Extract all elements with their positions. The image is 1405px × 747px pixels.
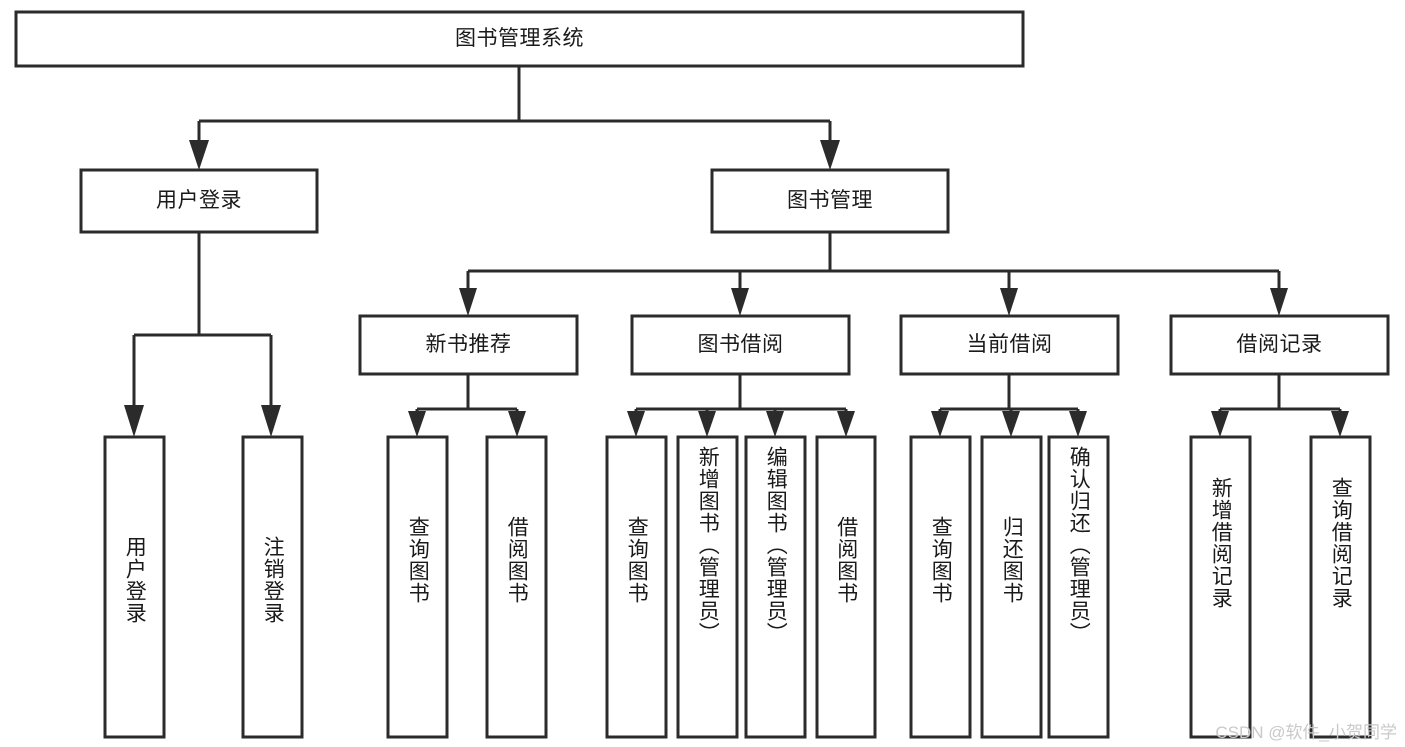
arrowhead-user-login — [189, 140, 209, 170]
leaf-box-user-login[interactable] — [103, 435, 166, 739]
leaf-box-query-book-current[interactable] — [909, 435, 972, 739]
arrowhead-leaf-add-borrow-record — [1211, 411, 1229, 437]
leaf-box-borrow-book[interactable] — [815, 435, 877, 739]
node-box-root[interactable] — [14, 10, 1025, 68]
leaf-box-confirm-return-admin[interactable] — [1047, 435, 1110, 739]
arrowhead-leaf-edit-book-admin — [766, 411, 784, 437]
arrowhead-current-borrow — [1000, 288, 1018, 316]
arrowhead-leaf-user-login — [124, 405, 144, 437]
arrowhead-leaf-query-borrow-record — [1331, 411, 1349, 437]
arrowhead-leaf-query-book-borrow — [627, 411, 645, 437]
node-box-new-book-recommend[interactable] — [358, 314, 579, 376]
node-box-current-borrow[interactable] — [899, 314, 1120, 376]
leaf-box-add-borrow-record[interactable] — [1189, 435, 1252, 739]
node-box-book-management[interactable] — [710, 168, 950, 234]
arrowhead-leaf-query-book-recommend — [408, 411, 426, 437]
arrowhead-leaf-logout — [261, 405, 281, 437]
arrowhead-borrow-record — [1270, 288, 1288, 316]
node-box-book-borrow[interactable] — [630, 314, 851, 376]
arrowhead-new-book-recommend — [459, 288, 477, 316]
arrowhead-leaf-borrow-book — [837, 411, 855, 437]
node-box-borrow-record[interactable] — [1169, 314, 1390, 376]
leaf-box-logout[interactable] — [241, 435, 304, 739]
arrowhead-book-management — [820, 140, 840, 170]
arrowhead-leaf-return-book — [1002, 411, 1020, 437]
arrowhead-leaf-borrow-book-recommend — [508, 411, 526, 437]
csdn-watermark: CSDN @软件_小贺同学 — [1215, 723, 1397, 742]
leaf-box-query-book-borrow[interactable] — [605, 435, 668, 739]
arrowhead-leaf-query-book-current — [931, 411, 949, 437]
leaf-box-add-book-admin[interactable] — [676, 435, 739, 739]
leaf-box-return-book[interactable] — [980, 435, 1043, 739]
arrowhead-book-borrow — [731, 288, 749, 316]
leaf-box-borrow-book-recommend[interactable] — [485, 435, 548, 739]
arrowhead-leaf-add-book-admin — [698, 411, 716, 437]
node-box-user-login[interactable] — [79, 168, 319, 234]
arrowhead-leaf-confirm-return-admin — [1069, 411, 1087, 437]
leaf-box-query-book-recommend[interactable] — [386, 435, 449, 739]
leaf-box-edit-book-admin[interactable] — [744, 435, 807, 739]
leaf-box-query-borrow-record[interactable] — [1309, 435, 1372, 739]
